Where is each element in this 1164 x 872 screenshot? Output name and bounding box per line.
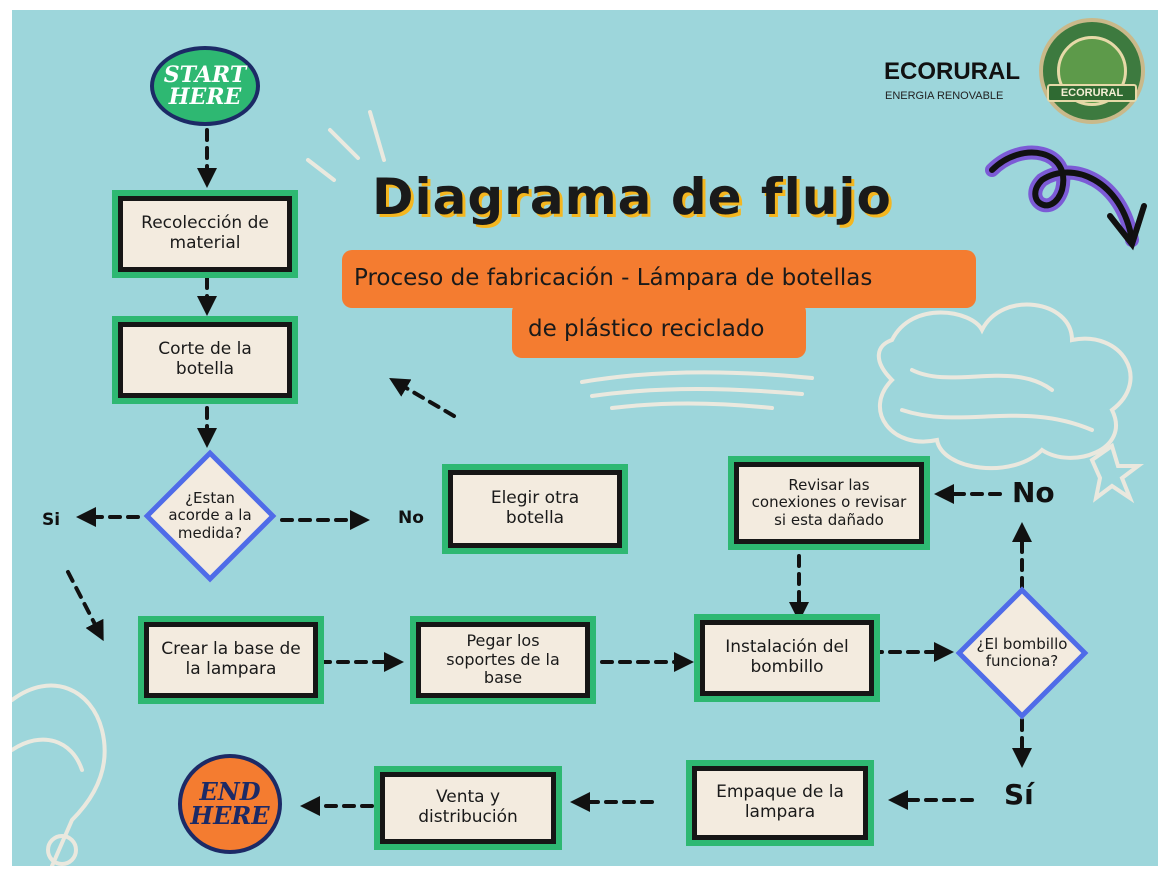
step-empaque-line-2: lampara xyxy=(744,802,816,822)
brand-tagline: ENERGIA RENOVABLE xyxy=(885,90,1004,102)
step-crear-line-2: la lampara xyxy=(185,659,277,679)
arrow-si-to-crear xyxy=(66,570,104,642)
decision-bombillo-line-1: ¿El bombillo xyxy=(976,634,1068,653)
step-corte-line-2: botella xyxy=(175,359,235,379)
label-medida-yes: Si xyxy=(42,510,61,530)
decision-medida-line-1: ¿Estan xyxy=(185,489,235,508)
step-venta-line-2: distribución xyxy=(418,807,518,827)
start-line-1: START xyxy=(163,62,247,88)
step-pegar-line-3: base xyxy=(483,668,523,688)
decorative-doodles xyxy=(12,110,1144,866)
start-line-2: HERE xyxy=(168,84,242,110)
connector-layer xyxy=(12,110,1147,866)
subtitle-background-2 xyxy=(512,302,806,358)
decision-bombillo-line-2: funciona? xyxy=(985,652,1059,670)
end-line-2: HERE xyxy=(190,801,270,830)
subtitle-background xyxy=(342,250,976,308)
step-recoleccion-line-1: Recolección de xyxy=(141,213,269,234)
step-elegir-line-2: botella xyxy=(505,508,565,528)
step-revisar-line-3: si esta dañado xyxy=(774,510,884,529)
logo-band-text: ECORURAL xyxy=(1047,84,1137,102)
page-title: Diagrama de flujo xyxy=(372,168,892,226)
brand-name: ECORURAL xyxy=(884,58,1020,85)
subtitle-line-1: Proceso de fabricación - Lámpara de bote… xyxy=(354,265,873,291)
subtitle-line-2: de plástico reciclado xyxy=(528,316,765,342)
step-pegar-line-1: Pegar los xyxy=(466,631,540,651)
label-medida-no: No xyxy=(398,508,424,528)
decision-medida-line-2: acorde a la xyxy=(168,506,252,525)
label-bombillo-yes: Sí xyxy=(1004,778,1034,811)
step-pegar-line-2: soportes de la xyxy=(446,649,560,669)
arrow-elegir-to-corte xyxy=(389,377,456,418)
flowchart-canvas: ECORURAL ENERGIA RENOVABLE ECORURAL Diag… xyxy=(12,10,1158,866)
step-venta-line-1: Venta y xyxy=(435,787,501,808)
step-crear-line-1: Crear la base de xyxy=(161,639,301,660)
decision-medida-line-3: medida? xyxy=(177,523,243,542)
step-recoleccion-line-2: material xyxy=(169,233,241,253)
connectors xyxy=(66,128,1032,816)
step-revisar-line-1: Revisar las xyxy=(788,476,870,495)
decorative-swoosh-arrow xyxy=(985,145,1147,251)
step-corte-line-1: Corte de la xyxy=(158,339,252,360)
end-line-1: END xyxy=(199,777,261,806)
brand-logo: ECORURAL xyxy=(1039,18,1145,124)
label-bombillo-no: No xyxy=(1012,476,1055,509)
step-instalacion-line-1: Instalación del xyxy=(725,637,849,658)
step-empaque-line-1: Empaque de la xyxy=(716,782,844,803)
step-instalacion-line-2: bombillo xyxy=(750,657,824,677)
step-revisar-line-2: conexiones o revisar xyxy=(751,493,907,512)
step-elegir-line-1: Elegir otra xyxy=(490,488,580,509)
